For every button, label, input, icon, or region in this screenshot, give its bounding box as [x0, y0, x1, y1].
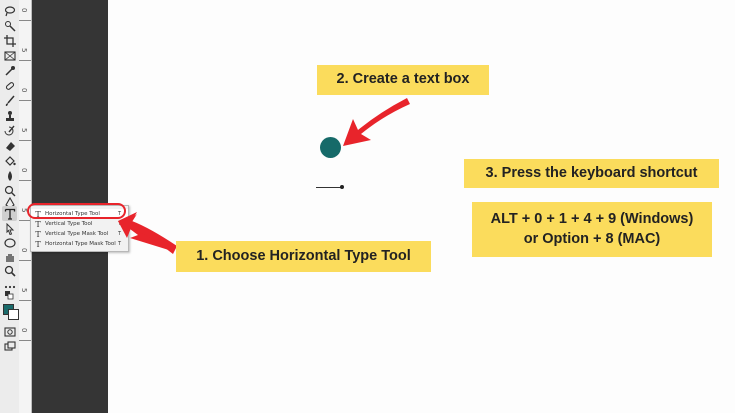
flyout-item-vertical-type[interactable]: T Vertical Type Tool T: [31, 219, 128, 229]
crop-icon[interactable]: [3, 34, 16, 47]
flyout-item-vertical-type-mask[interactable]: T Vertical Type Mask Tool T: [31, 229, 128, 239]
more-icon[interactable]: [3, 280, 16, 293]
teal-dot-marker: [320, 137, 341, 158]
clone-stamp-icon[interactable]: [3, 109, 16, 122]
history-brush-icon[interactable]: [3, 124, 16, 137]
ruler-number: 5: [20, 48, 28, 53]
brush-icon[interactable]: [3, 94, 16, 107]
eyedropper-icon[interactable]: [3, 64, 16, 77]
ruler-number: 5: [20, 128, 28, 133]
paint-bucket-icon[interactable]: [3, 154, 16, 167]
shortcut-mac-text: or Option + 8 (MAC): [523, 230, 661, 247]
flyout-item-label: Horizontal Type Mask Tool: [45, 241, 116, 247]
ruler-number: 0: [20, 88, 28, 93]
vertical-type-icon: T: [35, 219, 41, 229]
flyout-item-label: Vertical Type Tool: [45, 221, 93, 227]
hand-icon[interactable]: [3, 250, 16, 263]
text-cursor-endpoint: [340, 185, 344, 189]
frame-icon[interactable]: [3, 49, 16, 62]
vertical-type-mask-icon: T: [35, 229, 41, 239]
blur-icon[interactable]: [3, 169, 16, 182]
ruler-number: 0: [20, 168, 28, 173]
shortcut-label: ALT + 0 + 1 + 4 + 9 (Windows) or Option …: [472, 202, 712, 257]
eraser-icon[interactable]: [3, 139, 16, 152]
path-select-icon[interactable]: [3, 222, 16, 235]
quick-select-icon[interactable]: [3, 19, 16, 32]
zoom-icon[interactable]: [3, 264, 16, 277]
ruler-number: 5: [20, 208, 28, 213]
shortcut-key: T: [118, 231, 122, 237]
dodge-icon[interactable]: [3, 184, 16, 197]
healing-brush-icon[interactable]: [3, 79, 16, 92]
text-cursor-line: [316, 187, 342, 188]
horizontal-type-mask-icon: T: [35, 239, 41, 249]
ellipse-icon[interactable]: [3, 236, 16, 249]
ruler-number: 0: [20, 248, 28, 253]
flyout-item-horizontal-type-mask[interactable]: T Horizontal Type Mask Tool T: [31, 239, 128, 249]
step-2-label: 2. Create a text box: [317, 65, 489, 95]
ruler-number: 0: [20, 8, 28, 13]
shortcut-windows-text: ALT + 0 + 1 + 4 + 9 (Windows): [490, 210, 694, 227]
flyout-item-label: Horizontal Type Tool: [45, 211, 100, 217]
shortcut-key: T: [118, 241, 122, 247]
type-icon: T: [35, 209, 41, 219]
ruler-number: 5: [20, 288, 28, 293]
shortcut-key: T: [118, 221, 122, 227]
background-color-swatch[interactable]: [8, 309, 19, 320]
lasso-icon[interactable]: [3, 4, 16, 17]
flyout-item-label: Vertical Type Mask Tool: [45, 231, 109, 237]
quick-mask-icon[interactable]: [3, 325, 16, 338]
ruler-number: 0: [20, 328, 28, 333]
step-1-label: 1. Choose Horizontal Type Tool: [176, 241, 431, 272]
selection-highlight-ring: [27, 203, 126, 219]
step-3-label: 3. Press the keyboard shortcut: [464, 159, 719, 188]
tools-panel: [0, 0, 20, 413]
default-colors-icon[interactable]: [3, 291, 16, 300]
screen-mode-icon[interactable]: [3, 340, 16, 353]
type-tool-icon[interactable]: [2, 206, 17, 221]
